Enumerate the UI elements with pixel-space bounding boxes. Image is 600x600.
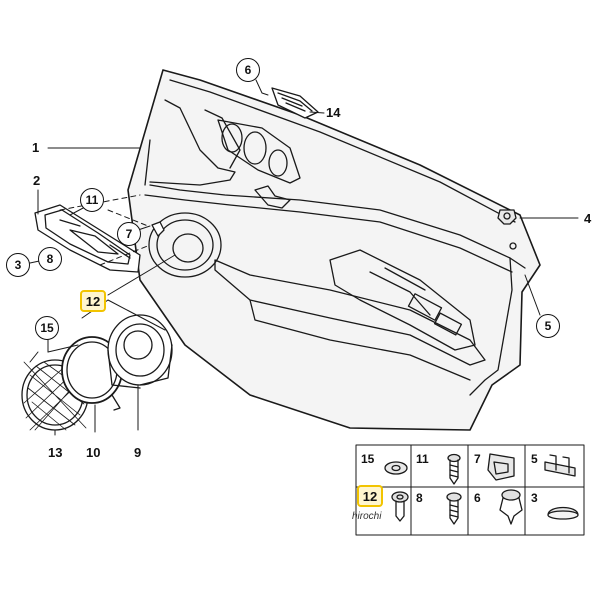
part-14-cover xyxy=(271,87,319,119)
callout-4: 4 xyxy=(584,211,592,226)
callout-15: 15 xyxy=(35,316,59,340)
kit-grid xyxy=(355,444,585,536)
kit-label-8: 8 xyxy=(416,491,423,505)
kit-5-nut-clip xyxy=(544,454,576,477)
part-4-clip xyxy=(497,209,517,225)
kit-label-15: 15 xyxy=(361,452,375,466)
callout-14: 14 xyxy=(326,105,341,120)
kit-11-screw xyxy=(447,453,461,485)
callout-8: 8 xyxy=(38,247,62,271)
kit-15-washer xyxy=(384,461,408,475)
callout-11: 11 xyxy=(80,188,104,212)
callout-1: 1 xyxy=(32,140,40,155)
kit-6-expanding-rivet xyxy=(499,489,523,525)
kit-12-push-rivet xyxy=(391,491,409,522)
callout-9: 9 xyxy=(134,445,142,460)
callout-2: 2 xyxy=(33,173,41,188)
kit-3-plug xyxy=(547,506,579,520)
part-7-clip xyxy=(151,221,165,237)
callout-10: 10 xyxy=(86,445,101,460)
kit-7-clip xyxy=(487,453,515,481)
kit-label-3: 3 xyxy=(531,491,538,505)
watermark: hirochi xyxy=(352,511,382,522)
callout-12-highlight: 12 xyxy=(80,290,106,312)
callout-6: 6 xyxy=(236,58,260,82)
kit-8-screw xyxy=(446,492,462,525)
callout-13: 13 xyxy=(48,445,63,460)
kit-label-11: 11 xyxy=(416,452,429,466)
callout-5: 5 xyxy=(536,314,560,338)
kit-label-6: 6 xyxy=(474,491,481,505)
callout-3: 3 xyxy=(6,253,30,277)
callout-7: 7 xyxy=(117,222,141,246)
speaker-unit xyxy=(107,314,173,389)
kit-label-12-highlight: 12 xyxy=(357,485,383,507)
kit-label-7: 7 xyxy=(474,452,481,466)
door-trim-panel xyxy=(127,69,541,431)
kit-label-5: 5 xyxy=(531,452,538,466)
